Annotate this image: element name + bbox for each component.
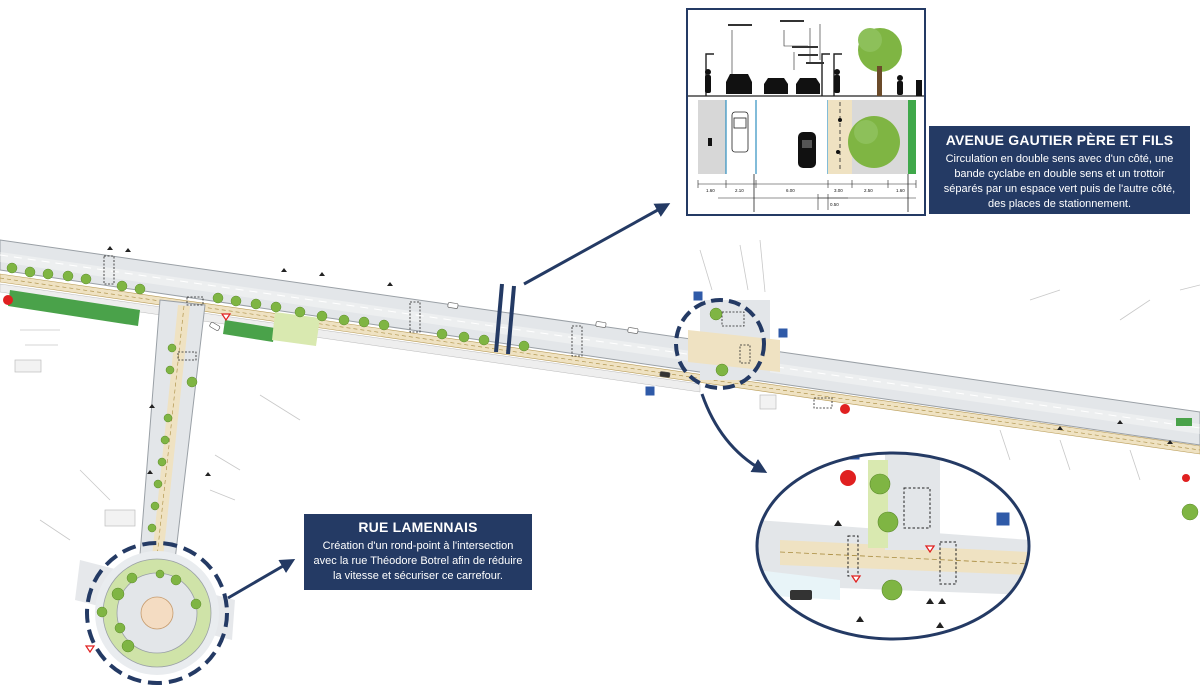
- avenue-gautier-callout: AVENUE GAUTIER PÈRE ET FILS Circulation …: [929, 126, 1190, 214]
- section-elevation: [688, 20, 924, 97]
- roundabout-rue-lamennais: [75, 541, 235, 685]
- dim-1: 1.60: [706, 188, 715, 193]
- dim-5: 2.50: [864, 188, 873, 193]
- far-right-features: [1176, 418, 1199, 521]
- green-parking-strips: [8, 290, 320, 346]
- rue-lamennais-road: [139, 299, 206, 561]
- rue-lamennais-trees: [147, 343, 198, 533]
- tree-icon: [858, 28, 902, 96]
- traffic-signs: [3, 290, 850, 414]
- section-plan: 1.60 2.10 6.00 3.00 2.50 1.60 0.50: [697, 100, 917, 212]
- dim-6: 1.60: [896, 188, 905, 193]
- dim-3: 6.00: [786, 188, 795, 193]
- avenue-trees: [6, 262, 530, 352]
- connector-arrows: [227, 203, 768, 600]
- dim-extra: 0.50: [830, 202, 839, 207]
- parked-cars: [209, 302, 671, 378]
- triangle-markings: [107, 246, 1173, 476]
- crosswalks: [103, 255, 833, 409]
- intersection-gautier: [674, 298, 780, 390]
- avenue-callout-description: Circulation en double sens avec d'un côt…: [943, 153, 1176, 210]
- cross-section-marker: [494, 283, 516, 355]
- cross-section-inset: 1.60 2.10 6.00 3.00 2.50 1.60 0.50: [686, 8, 926, 216]
- avenue-callout-title: AVENUE GAUTIER PÈRE ET FILS: [945, 132, 1174, 148]
- intersection-zoom-detail: [755, 451, 1031, 641]
- parcel-lines: [20, 239, 1200, 541]
- rue-callout-title: RUE LAMENNAIS: [358, 519, 478, 535]
- rue-lamennais-callout: RUE LAMENNAIS Création d'un rond-point à…: [304, 514, 532, 590]
- rue-callout-description: Création d'un rond-point à l'intersectio…: [313, 540, 523, 582]
- dim-4: 3.00: [834, 188, 843, 193]
- dim-2: 2.10: [735, 188, 744, 193]
